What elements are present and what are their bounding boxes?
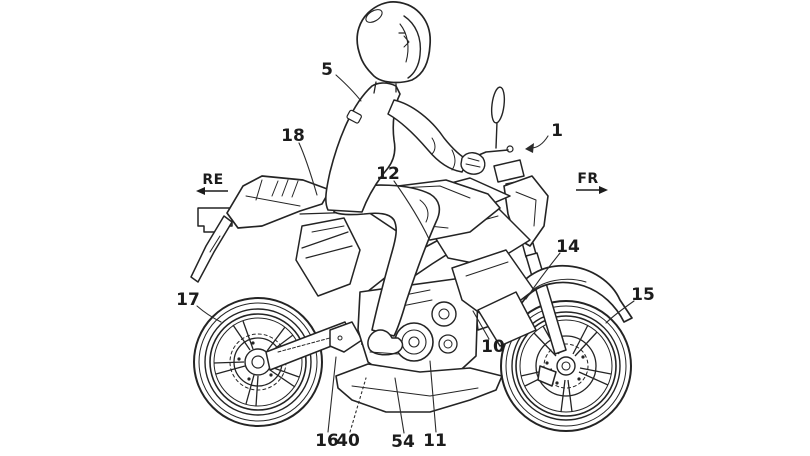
ref-label-14: 14 <box>556 237 580 257</box>
rider <box>325 1 486 356</box>
ref-label-15: 15 <box>631 285 655 305</box>
rider-glove <box>460 152 486 175</box>
ref-label-40: 40 <box>336 431 360 451</box>
ref-label-12: 12 <box>376 164 400 184</box>
direction-arrows <box>196 186 608 195</box>
ref-label-18: 18 <box>281 126 305 146</box>
ref-label-16: 16 <box>315 431 339 451</box>
direction-label-rear: RE <box>202 172 224 188</box>
rider-torso <box>325 82 401 213</box>
ref-1-arrowhead-icon <box>525 143 534 153</box>
ref-label-10: 10 <box>481 337 505 357</box>
front-arrow-icon <box>599 186 608 194</box>
ref-label-11: 11 <box>423 431 447 451</box>
swingarm <box>265 217 381 371</box>
rider-boot <box>367 329 404 356</box>
rear-fender <box>190 207 233 283</box>
ref-label-5: 5 <box>321 60 333 80</box>
front-wheel <box>500 300 632 432</box>
ref-label-54: 54 <box>391 432 415 452</box>
rider-leg <box>333 184 441 337</box>
direction-label-front: FR <box>577 171 599 187</box>
rear-arrow-icon <box>196 187 205 195</box>
rider-arm <box>387 99 469 173</box>
rear-wheel <box>193 297 323 427</box>
leader-lines <box>196 74 635 434</box>
ref-label-17: 17 <box>176 290 200 310</box>
ref-label-1: 1 <box>551 121 563 141</box>
